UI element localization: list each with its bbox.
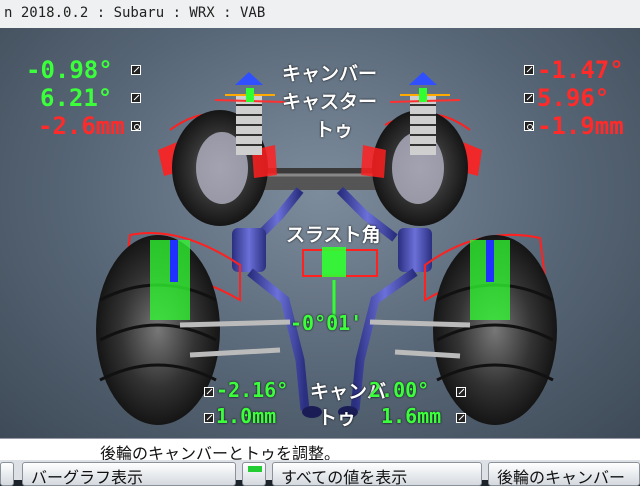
thrust-angle-value: -0°01' (290, 311, 363, 335)
rear-camber-label: キャンバ (310, 381, 387, 403)
scale-icon-button[interactable] (242, 462, 266, 486)
rear-left-toe-value: 1.0mm (216, 404, 277, 428)
front-left-camber-value: -0.98° (26, 56, 113, 84)
rear-camber-button[interactable]: 後輪のキャンバー (488, 462, 640, 486)
vehicle-suspension-graphic (96, 72, 557, 425)
bar-graph-button[interactable]: バーグラフ表示 (22, 462, 236, 486)
thrust-angle-label: スラスト角 (286, 224, 381, 246)
front-left-toe-target-icon[interactable] (131, 121, 141, 131)
rear-toe-label: トゥ (318, 407, 357, 429)
front-right-caster-value: 5.96° (537, 84, 610, 112)
show-all-values-button[interactable]: すべての値を表示 (272, 462, 482, 486)
exhaust-system (232, 186, 432, 418)
instruction-text: 後輪のキャンバーとトゥを調整。 (100, 444, 341, 463)
front-left-strut (214, 72, 286, 155)
front-left-caster-checkbox[interactable] (131, 93, 141, 103)
scale-icon (248, 466, 262, 472)
front-right-strut (389, 72, 461, 155)
front-left-toe-value: -2.6mm (38, 112, 125, 140)
rear-left-toe-checkbox[interactable] (204, 413, 214, 423)
front-right-toe-target-icon[interactable] (524, 121, 534, 131)
rear-right-toe-checkbox[interactable] (456, 413, 466, 423)
bottom-toolbar: バーグラフ表示 すべての値を表示 後輪のキャンバー (0, 460, 640, 486)
front-right-caster-checkbox[interactable] (524, 93, 534, 103)
thrust-indicator (302, 247, 378, 318)
instruction-bar: 後輪のキャンバーとトゥを調整。 (0, 438, 640, 463)
title-text: n 2018.0.2 : Subaru : WRX : VAB (4, 5, 266, 21)
left-edge-button[interactable] (0, 462, 14, 486)
title-bar: n 2018.0.2 : Subaru : WRX : VAB (0, 0, 640, 29)
camber-label: キャンバー (282, 63, 378, 85)
toe-label: トゥ (315, 119, 354, 141)
front-right-wheel (361, 110, 482, 226)
alignment-viewport: -0.98° 6.21° -2.6mm キャンバー キャスター トゥ -1.47… (0, 28, 640, 438)
front-left-caster-value: 6.21° (40, 84, 113, 112)
rear-left-wheel (96, 232, 291, 425)
rear-left-camber-value: -2.16° (216, 378, 289, 402)
rear-left-camber-checkbox[interactable] (204, 387, 214, 397)
caster-label: キャスター (282, 91, 378, 113)
front-right-camber-checkbox[interactable] (524, 65, 534, 75)
rear-right-wheel (369, 233, 557, 425)
front-right-toe-value: -1.9mm (537, 112, 624, 140)
rear-right-toe-value: 1.6mm (381, 404, 442, 428)
front-right-camber-value: -1.47° (537, 56, 624, 84)
front-left-camber-checkbox[interactable] (131, 65, 141, 75)
rear-right-camber-value: 2.00° (369, 378, 430, 402)
rear-right-camber-checkbox[interactable] (456, 387, 466, 397)
